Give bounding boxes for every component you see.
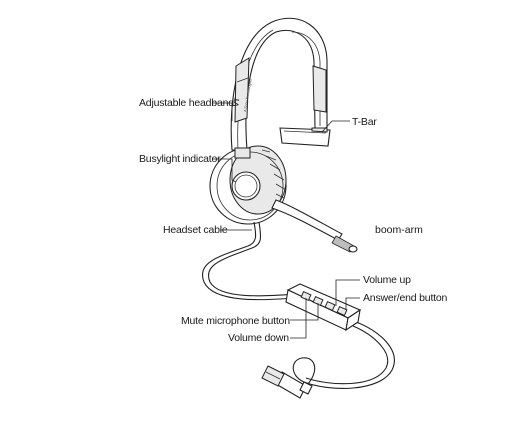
label-volume-up: Volume up <box>363 274 411 286</box>
label-boom-arm: boom-arm <box>375 224 423 236</box>
headset-cable <box>201 221 395 389</box>
mute-button <box>312 295 324 307</box>
boom-arm <box>271 199 358 253</box>
label-mute-microphone-button: Mute microphone button <box>181 315 290 327</box>
label-busylight-indicator: Busylight indicator <box>139 153 221 165</box>
t-bar <box>279 127 331 147</box>
svg-text:A Sony Technologies: A Sony Technologies <box>243 78 253 112</box>
label-volume-down: Volume down <box>228 332 289 344</box>
label-answer-end-button: Answer/end button <box>363 292 448 304</box>
headband <box>230 17 328 151</box>
label-adjustable-headband: Adjustable headband <box>139 97 234 109</box>
labels: Adjustable headband T-Bar Busylight indi… <box>139 97 448 344</box>
label-headset-cable: Headset cable <box>163 224 228 236</box>
volume-down-button <box>300 290 312 302</box>
earcup <box>209 145 287 225</box>
svg-text:VT: VT <box>233 97 242 108</box>
label-t-bar: T-Bar <box>352 116 377 128</box>
leader-lines <box>212 102 360 339</box>
brand-logo: VT A Sony Technologies <box>233 78 253 112</box>
answer-end-button <box>336 305 348 317</box>
inline-controller <box>285 283 362 332</box>
usb-plug-icon <box>261 365 313 399</box>
volume-up-button <box>324 300 336 312</box>
